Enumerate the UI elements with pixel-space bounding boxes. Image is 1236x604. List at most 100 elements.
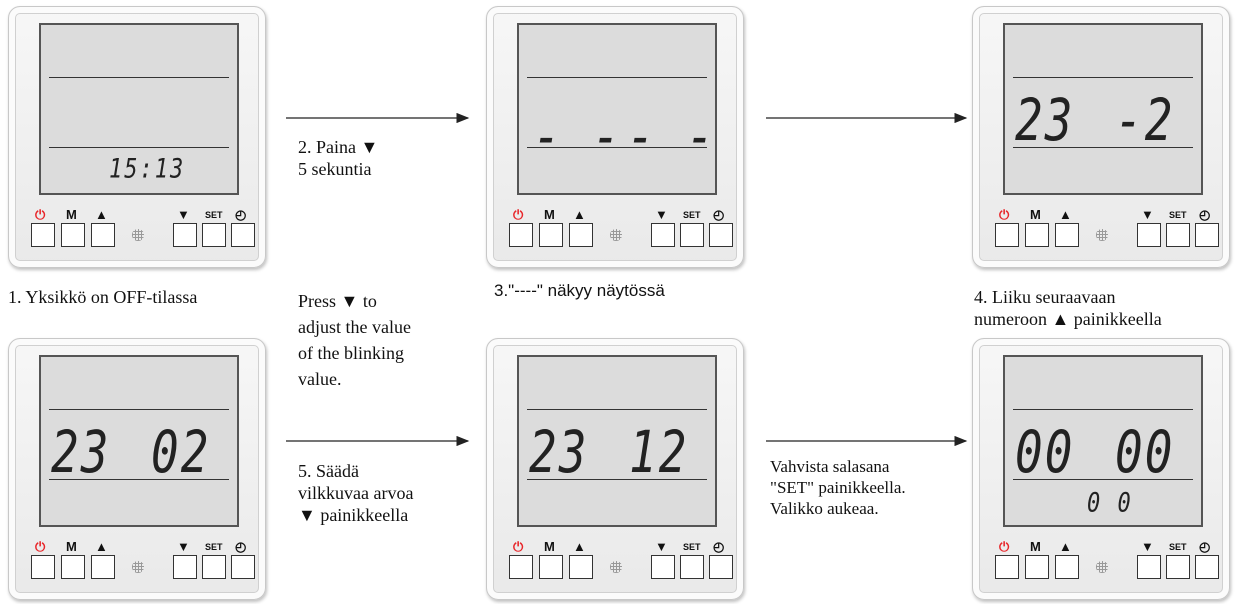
set-icon: SET (1169, 210, 1187, 220)
set-button[interactable] (202, 555, 226, 579)
mode-button[interactable] (1025, 555, 1049, 579)
lcd-digits-left: 23 (51, 418, 111, 486)
power-icon: ⏻ (999, 539, 1010, 554)
mode-button[interactable] (61, 555, 85, 579)
caption-step4: 4. Liiku seuraavaan numeroon ▲ painikkee… (974, 287, 1162, 329)
mode-button[interactable] (539, 555, 563, 579)
power-button[interactable] (31, 223, 55, 247)
power-button[interactable] (31, 555, 55, 579)
up-button[interactable] (569, 223, 593, 247)
lcd-divider-bottom (49, 479, 229, 480)
lcd-divider-top (527, 77, 707, 78)
up-button[interactable] (569, 555, 593, 579)
clock-icon: ◴ (1199, 207, 1211, 222)
power-button[interactable] (509, 555, 533, 579)
caption-step3: 3."----" näkyy näytössä (494, 281, 665, 300)
down-arrow-icon: ▼ (177, 207, 190, 222)
lcd-divider-top (1013, 77, 1193, 78)
set-button[interactable] (1166, 555, 1190, 579)
mode-icon: M (1030, 539, 1041, 554)
clock-button[interactable] (1195, 223, 1219, 247)
set-icon: SET (683, 210, 701, 220)
clock-icon: ◴ (713, 539, 725, 554)
up-button[interactable] (1055, 555, 1079, 579)
down-button[interactable] (173, 555, 197, 579)
lcd-divider-top (49, 77, 229, 78)
lcd-digits-right: -2 (1115, 86, 1175, 154)
lcd-divider-top (527, 409, 707, 410)
lcd-screen: 23 02 (39, 355, 239, 527)
mode-icon: M (544, 539, 555, 554)
up-arrow-icon: ▲ (1059, 539, 1072, 554)
up-button[interactable] (91, 555, 115, 579)
up-arrow-icon: ▲ (95, 207, 108, 222)
down-arrow-icon: ▼ (177, 539, 190, 554)
thermostat-panel-6: 00 00 0 0 ⏻ M ▲ ▼ SET ◴ (972, 338, 1230, 600)
thermostat-panel-1: 15:13 ⏻ M ▲ ▼ SET ◴ (8, 6, 266, 268)
thermostat-panel-5: 23 12 ⏻ M ▲ ▼ SET ◴ (486, 338, 744, 600)
up-arrow-icon: ▲ (573, 539, 586, 554)
set-icon: SET (205, 542, 223, 552)
lcd-time: 15:13 (109, 154, 186, 185)
thermostat-panel-3: 23 -2 ⏻ M ▲ ▼ SET ◴ (972, 6, 1230, 268)
mode-icon: M (66, 539, 77, 554)
down-arrow-icon: ▼ (655, 207, 668, 222)
lcd-screen: 00 00 0 0 (1003, 355, 1203, 527)
lcd-screen: 23 12 (517, 355, 717, 527)
down-arrow-icon: ▼ (1141, 207, 1154, 222)
lcd-digits-left: - - (533, 102, 623, 170)
clock-button[interactable] (1195, 555, 1219, 579)
mode-icon: M (66, 207, 77, 222)
clock-icon: ◴ (713, 207, 725, 222)
set-icon: SET (205, 210, 223, 220)
lcd-screen: 15:13 (39, 23, 239, 195)
power-icon: ⏻ (513, 539, 524, 554)
power-icon: ⏻ (513, 207, 524, 222)
clock-button[interactable] (709, 223, 733, 247)
sensor-grille-icon (610, 229, 622, 241)
mode-button[interactable] (539, 223, 563, 247)
clock-button[interactable] (231, 555, 255, 579)
lcd-digits-right: - - (627, 102, 717, 170)
set-button[interactable] (680, 223, 704, 247)
down-button[interactable] (1137, 223, 1161, 247)
caption-step2: 2. Paina ▼ 5 sekuntia (298, 137, 379, 179)
caption-step1: 1. Yksikkö on OFF-tilassa (8, 287, 198, 307)
lcd-divider-bottom (49, 147, 229, 148)
lcd-digits-right: 12 (629, 418, 689, 486)
up-arrow-icon: ▲ (95, 539, 108, 554)
mode-button[interactable] (61, 223, 85, 247)
set-icon: SET (1169, 542, 1187, 552)
mode-button[interactable] (1025, 223, 1049, 247)
lcd-screen: 23 -2 (1003, 23, 1203, 195)
lcd-divider-top (49, 409, 229, 410)
caption-press: Press ▼ to adjust the value of the blink… (298, 291, 411, 389)
lcd-divider-bottom (527, 147, 707, 148)
up-button[interactable] (1055, 223, 1079, 247)
caption-step6: Vahvista salasana "SET" painikkeella. Va… (770, 457, 906, 518)
set-button[interactable] (680, 555, 704, 579)
down-button[interactable] (173, 223, 197, 247)
sensor-grille-icon (610, 561, 622, 573)
lcd-screen: - - - - (517, 23, 717, 195)
sensor-grille-icon (132, 229, 144, 241)
down-button[interactable] (651, 555, 675, 579)
clock-button[interactable] (709, 555, 733, 579)
power-button[interactable] (995, 223, 1019, 247)
clock-icon: ◴ (1199, 539, 1211, 554)
sensor-grille-icon (132, 561, 144, 573)
set-button[interactable] (202, 223, 226, 247)
power-button[interactable] (995, 555, 1019, 579)
power-icon: ⏻ (35, 207, 46, 222)
up-arrow-icon: ▲ (1059, 207, 1072, 222)
up-button[interactable] (91, 223, 115, 247)
lcd-divider-top (1013, 409, 1193, 410)
clock-icon: ◴ (235, 539, 247, 554)
lcd-digits-right: 02 (151, 418, 211, 486)
set-button[interactable] (1166, 223, 1190, 247)
power-button[interactable] (509, 223, 533, 247)
clock-button[interactable] (231, 223, 255, 247)
down-button[interactable] (651, 223, 675, 247)
down-button[interactable] (1137, 555, 1161, 579)
